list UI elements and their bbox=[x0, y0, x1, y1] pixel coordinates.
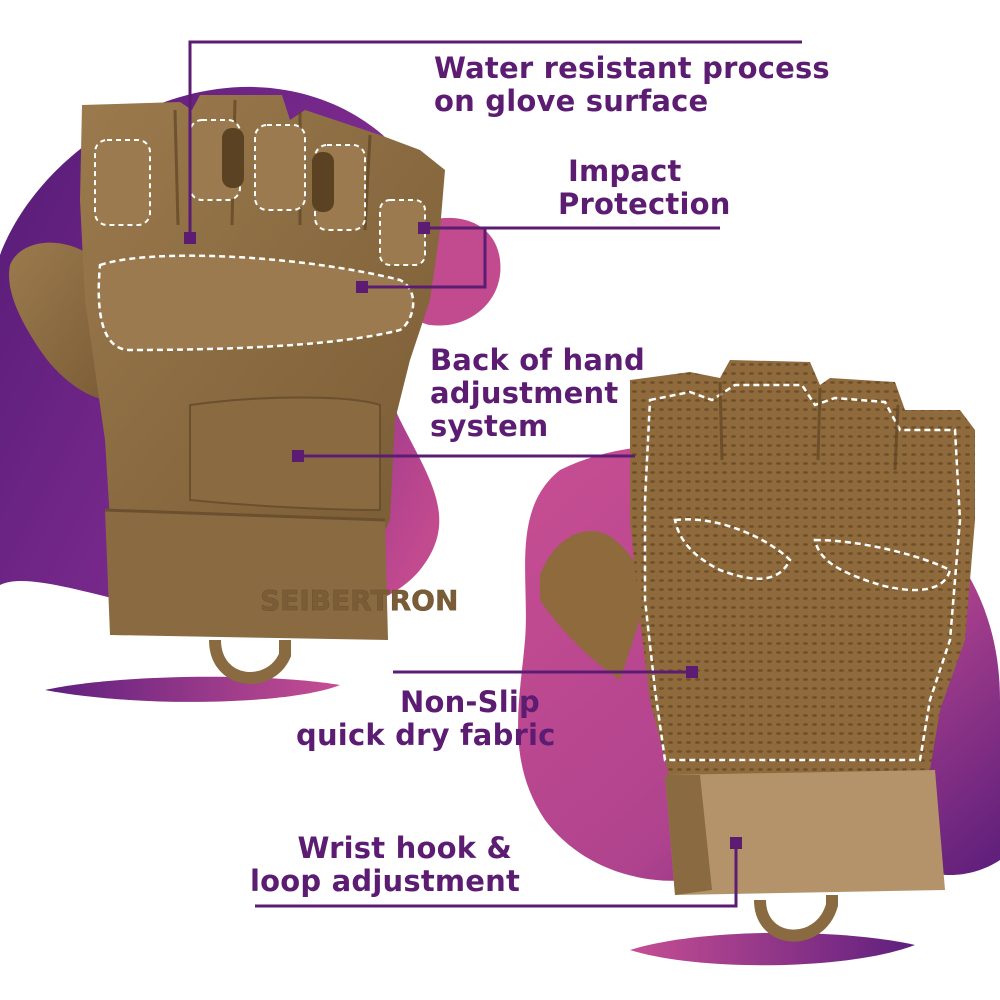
marker-back-of-hand bbox=[292, 450, 304, 462]
label-non-slip: Non-Slip quick dry fabric bbox=[296, 685, 556, 752]
label-wrist-hook-line2: loop adjustment bbox=[250, 864, 521, 898]
label-water-resistant-line1: Water resistant process bbox=[434, 51, 830, 85]
label-wrist-hook-line1: Wrist hook & bbox=[297, 831, 512, 865]
marker-wrist-hook bbox=[730, 837, 742, 849]
marker-impact-knuckle bbox=[418, 222, 430, 234]
label-impact-protection-line2: Protection bbox=[558, 187, 731, 221]
label-water-resistant-line2: on glove surface bbox=[434, 84, 709, 118]
label-non-slip-line1: Non-Slip bbox=[399, 685, 540, 719]
callout-line-water-resistant bbox=[188, 40, 802, 238]
label-back-of-hand-line3: system bbox=[430, 409, 549, 443]
callout-line-wrist-hook bbox=[255, 843, 738, 908]
label-wrist-hook: Wrist hook & loop adjustment bbox=[250, 831, 521, 898]
label-back-of-hand-line1: Back of hand bbox=[430, 343, 645, 377]
callout-line-impact-protection-pad bbox=[362, 228, 487, 289]
marker-water-resistant bbox=[184, 232, 196, 244]
label-water-resistant: Water resistant process on glove surface bbox=[434, 52, 830, 118]
label-back-of-hand-line2: adjustment bbox=[430, 376, 619, 410]
callout-markers bbox=[184, 222, 742, 849]
glove-palm-view bbox=[540, 360, 975, 942]
decor-swoosh-left bbox=[45, 676, 340, 702]
label-back-of-hand: Back of hand adjustment system bbox=[430, 344, 645, 443]
glove-back-view: SEIBERTRON bbox=[9, 95, 459, 684]
callout-lines bbox=[188, 40, 802, 908]
marker-impact-pad bbox=[356, 281, 368, 293]
marker-non-slip bbox=[686, 666, 698, 678]
label-impact-protection-line1: Impact bbox=[568, 154, 682, 188]
label-non-slip-line2: quick dry fabric bbox=[296, 718, 556, 752]
decor-swoosh-right bbox=[630, 932, 915, 966]
label-impact-protection: Impact Protection bbox=[558, 155, 731, 221]
brand-print: SEIBERTRON bbox=[260, 584, 458, 617]
